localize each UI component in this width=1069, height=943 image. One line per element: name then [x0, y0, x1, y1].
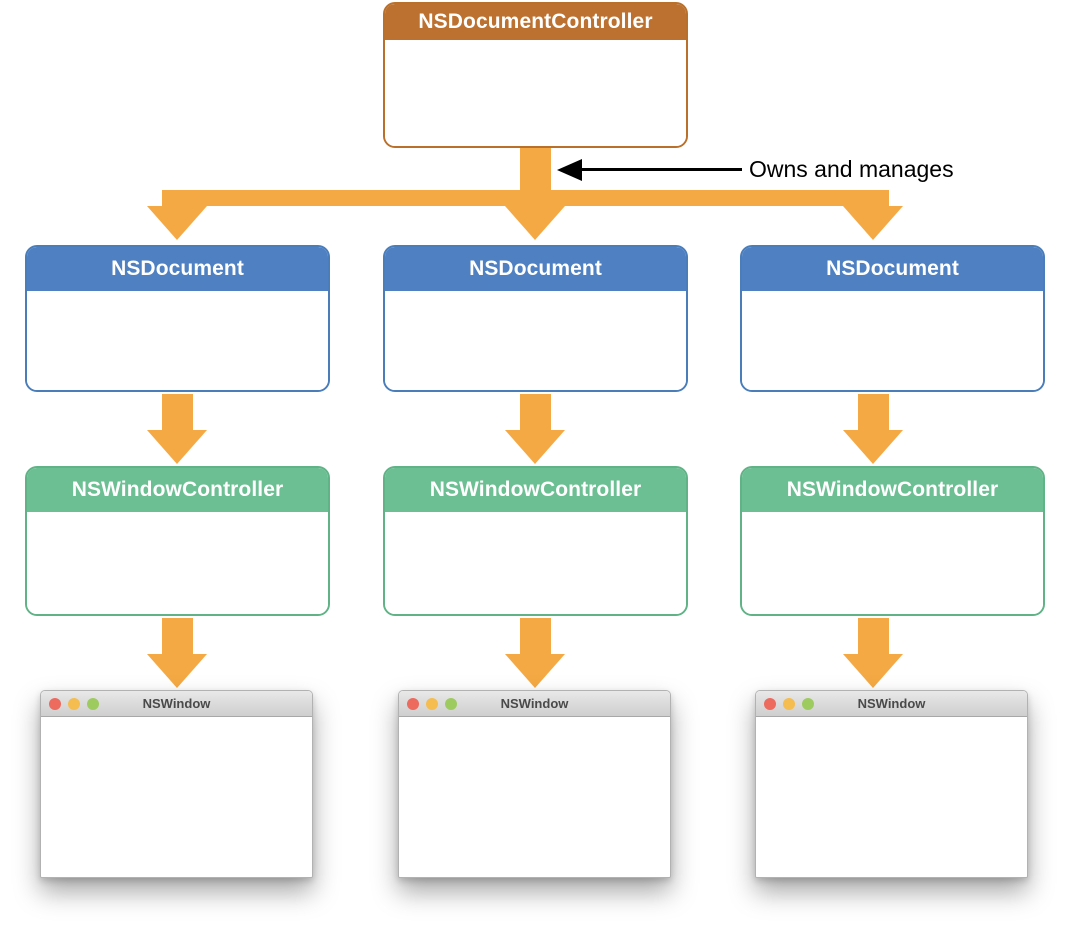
nswindow-mockup-3[interactable]: NSWindow: [755, 690, 1028, 878]
class-header-nsdocumentcontroller: NSDocumentController: [385, 4, 686, 40]
class-header-nsdocument-1: NSDocument: [27, 247, 328, 291]
arrowhead-document-3-to-wincontroller-3: [843, 430, 903, 464]
arrowhead-wincontroller-1-to-window-1: [147, 654, 207, 688]
class-box-nswindowcontroller-1[interactable]: NSWindowController: [25, 466, 330, 616]
class-box-nsdocument-2[interactable]: NSDocument: [383, 245, 688, 392]
traffic-lights-2: [407, 698, 457, 710]
nswindow-mockup-1[interactable]: NSWindow: [40, 690, 313, 878]
class-body-nsdocumentcontroller: [385, 40, 686, 146]
connector-wincontroller-3-to-window-3-stem: [858, 618, 889, 657]
close-button-icon[interactable]: [764, 698, 776, 710]
connector-controller-trunk: [520, 148, 551, 192]
class-body-nswindowcontroller-2: [385, 512, 686, 614]
class-body-nsdocument-2: [385, 291, 686, 390]
zoom-button-icon[interactable]: [445, 698, 457, 710]
traffic-lights-1: [49, 698, 99, 710]
nswindow-mockup-2[interactable]: NSWindow: [398, 690, 671, 878]
class-box-nswindowcontroller-2[interactable]: NSWindowController: [383, 466, 688, 616]
zoom-button-icon[interactable]: [87, 698, 99, 710]
annotation-leader-line: [581, 168, 742, 171]
arrowhead-document-2-to-wincontroller-2: [505, 430, 565, 464]
nswindow-content-3: [756, 717, 1027, 877]
arrowhead-document-1-to-wincontroller-1: [147, 430, 207, 464]
class-header-nsdocument-3: NSDocument: [742, 247, 1043, 291]
class-body-nsdocument-1: [27, 291, 328, 390]
class-body-nswindowcontroller-1: [27, 512, 328, 614]
arrowhead-controller-to-document-3: [843, 206, 903, 240]
class-box-nswindowcontroller-3[interactable]: NSWindowController: [740, 466, 1045, 616]
nswindow-content-1: [41, 717, 312, 877]
close-button-icon[interactable]: [49, 698, 61, 710]
nswindow-title-3: NSWindow: [857, 696, 926, 711]
nswindow-title-2: NSWindow: [500, 696, 569, 711]
class-header-nswindowcontroller-2: NSWindowController: [385, 468, 686, 512]
class-header-nsdocument-2: NSDocument: [385, 247, 686, 291]
connector-wincontroller-1-to-window-1-stem: [162, 618, 193, 657]
class-body-nswindowcontroller-3: [742, 512, 1043, 614]
minimize-button-icon[interactable]: [783, 698, 795, 710]
zoom-button-icon[interactable]: [802, 698, 814, 710]
connector-document-3-to-wincontroller-3-stem: [858, 394, 889, 433]
minimize-button-icon[interactable]: [68, 698, 80, 710]
annotation-label-owns-and-manages: Owns and manages: [749, 156, 954, 182]
nswindow-title-1: NSWindow: [142, 696, 211, 711]
nswindow-titlebar-2[interactable]: NSWindow: [399, 691, 670, 717]
nswindow-content-2: [399, 717, 670, 877]
class-header-nswindowcontroller-1: NSWindowController: [27, 468, 328, 512]
class-body-nsdocument-3: [742, 291, 1043, 390]
annotation-arrowhead-icon: [557, 159, 582, 181]
traffic-lights-3: [764, 698, 814, 710]
connector-document-2-to-wincontroller-2-stem: [520, 394, 551, 433]
minimize-button-icon[interactable]: [426, 698, 438, 710]
class-header-nswindowcontroller-3: NSWindowController: [742, 468, 1043, 512]
close-button-icon[interactable]: [407, 698, 419, 710]
connector-document-1-to-wincontroller-1-stem: [162, 394, 193, 433]
arrowhead-controller-to-document-1: [147, 206, 207, 240]
class-box-nsdocument-3[interactable]: NSDocument: [740, 245, 1045, 392]
arrowhead-controller-to-document-2: [505, 206, 565, 240]
arrowhead-wincontroller-2-to-window-2: [505, 654, 565, 688]
class-box-nsdocument-1[interactable]: NSDocument: [25, 245, 330, 392]
nswindow-titlebar-1[interactable]: NSWindow: [41, 691, 312, 717]
nswindow-titlebar-3[interactable]: NSWindow: [756, 691, 1027, 717]
arrowhead-wincontroller-3-to-window-3: [843, 654, 903, 688]
class-box-nsdocumentcontroller[interactable]: NSDocumentController: [383, 2, 688, 148]
connector-wincontroller-2-to-window-2-stem: [520, 618, 551, 657]
